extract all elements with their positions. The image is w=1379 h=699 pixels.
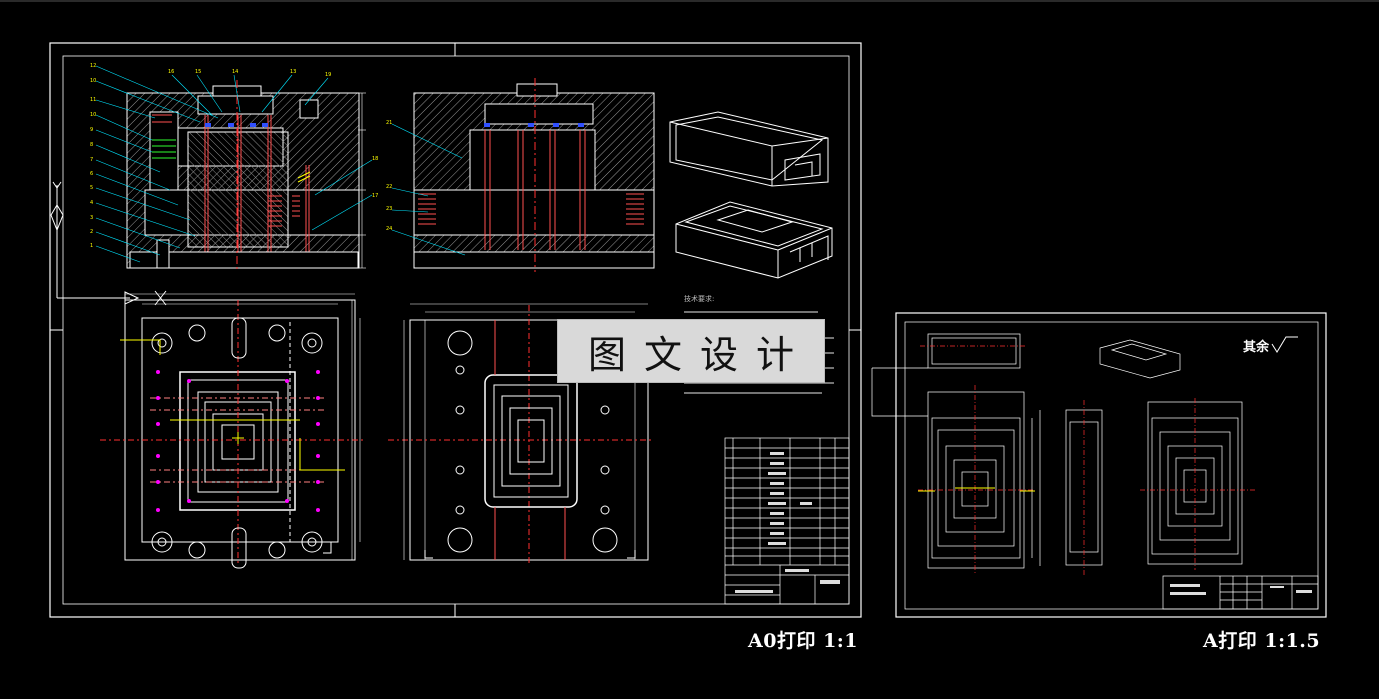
svg-text:2: 2 — [90, 229, 93, 235]
sheet-a-yellow-marks — [918, 487, 1035, 492]
sheet-a0-frame — [49, 42, 862, 618]
svg-text:3: 3 — [90, 215, 93, 221]
svg-text:5: 5 — [90, 185, 93, 191]
product-isometric-open — [669, 111, 829, 187]
tech-requirements-lines — [684, 311, 834, 394]
svg-text:21: 21 — [386, 120, 392, 126]
svg-text:14: 14 — [232, 69, 238, 75]
svg-text:12: 12 — [90, 63, 96, 69]
svg-text:17: 17 — [372, 193, 378, 199]
title-block-a — [1162, 575, 1319, 610]
plan-view-left — [100, 293, 365, 569]
sheet-a-frame — [895, 312, 1327, 618]
title-block-a0-fills — [735, 452, 840, 593]
svg-text:16: 16 — [168, 69, 174, 75]
surface-roughness-label: 其余 — [1243, 340, 1270, 355]
svg-text:13: 13 — [290, 69, 296, 75]
svg-text:22: 22 — [386, 184, 392, 190]
watermark-badge: 图文设计 — [557, 319, 825, 383]
sheet-a-views — [871, 333, 1256, 575]
tech-requirements-heading: 技术要求: — [684, 295, 715, 303]
svg-text:18: 18 — [372, 156, 378, 162]
ucs-icon — [50, 181, 167, 306]
svg-text:7: 7 — [90, 157, 93, 163]
svg-text:10: 10 — [90, 112, 96, 118]
title-block-a0 — [724, 437, 850, 605]
svg-text:24: 24 — [386, 226, 392, 232]
watermark-text: 图文设计 — [587, 332, 812, 377]
svg-text:6: 6 — [90, 171, 93, 177]
roughness-icon — [1271, 336, 1298, 353]
svg-text:19: 19 — [325, 72, 331, 78]
svg-text:4: 4 — [90, 200, 93, 206]
section-view-middle: 21 22 23 24 — [386, 78, 655, 272]
title-block-a-fills — [1170, 584, 1312, 595]
sheet-a-caption: A打印 1:1.5 — [1203, 630, 1321, 652]
svg-text:8: 8 — [90, 142, 93, 148]
svg-text:9: 9 — [90, 127, 93, 133]
tech-requirements: 技术要求: — [684, 292, 834, 307]
svg-text:11: 11 — [90, 97, 96, 103]
sheet-a0-caption: A0打印 1:1 — [748, 630, 859, 652]
window-top-edge — [0, 0, 1379, 2]
product-isometric-closed — [675, 201, 833, 279]
svg-text:15: 15 — [195, 69, 201, 75]
section-view-left: 12 10 11 10 9 8 7 6 5 4 3 2 1 16 15 14 13 19 18 17 — [90, 63, 378, 272]
svg-text:1: 1 — [90, 243, 93, 249]
svg-text:10: 10 — [90, 78, 96, 84]
svg-text:23: 23 — [386, 206, 392, 212]
